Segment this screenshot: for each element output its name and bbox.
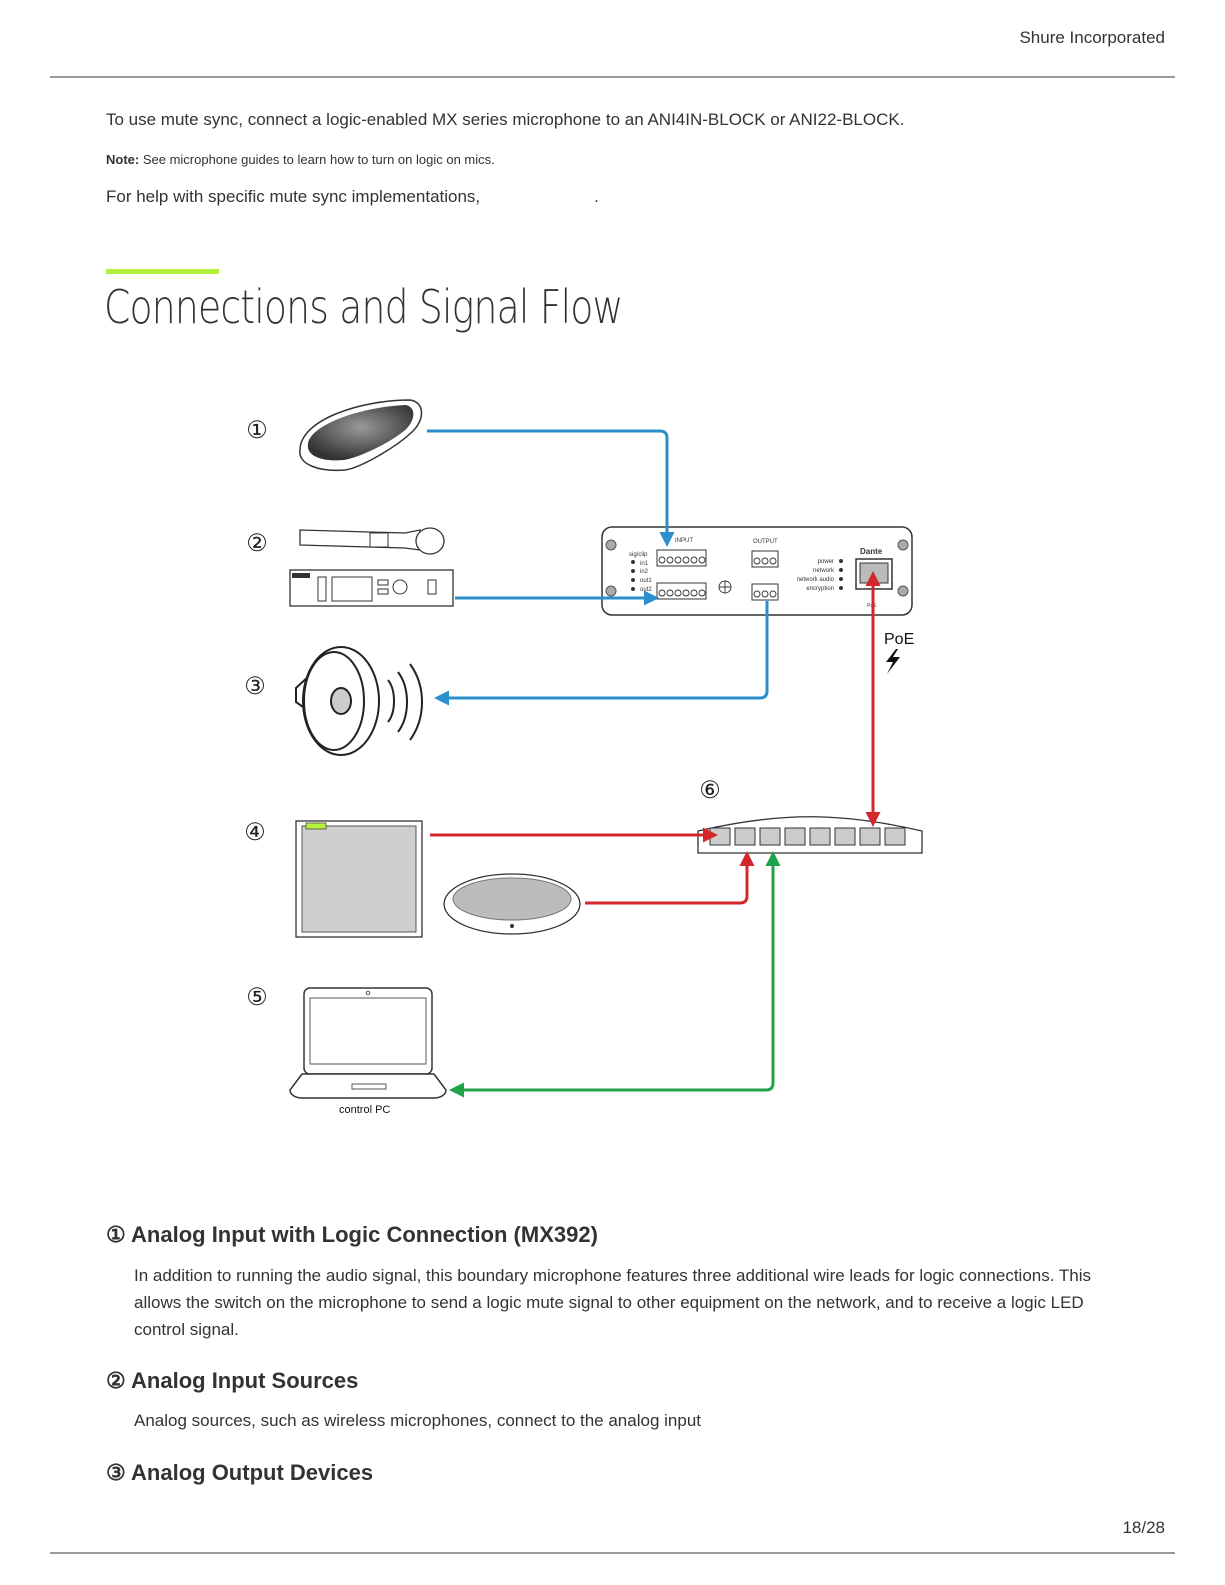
item-2-marker: ② [106, 1368, 126, 1393]
item-3-title: Analog Output Devices [131, 1460, 374, 1485]
item-2-heading: ② Analog Input Sources [106, 1368, 358, 1394]
item-3-marker: ③ [106, 1460, 126, 1485]
table-array-microphone-icon [443, 873, 581, 935]
device-in2-label: in2 [640, 569, 649, 575]
poe-label: PoE [884, 631, 914, 648]
analog-line-output-to-speaker [434, 601, 769, 706]
item-1-heading: ① Analog Input with Logic Connection (MX… [106, 1222, 598, 1248]
wireless-microphone-icon [299, 527, 445, 555]
item-2-title: Analog Input Sources [131, 1368, 359, 1393]
device-output-label: OUTPUT [753, 539, 778, 545]
device-out2-label: out2 [640, 587, 652, 593]
loudspeaker-icon [295, 646, 423, 756]
header-rule [50, 76, 1175, 78]
help-end: . [594, 187, 599, 206]
device-in1-label: in1 [640, 561, 649, 567]
device-status-power: power [818, 559, 834, 565]
marker-5: ⑤ [246, 984, 268, 1011]
note: Note: See microphone guides to learn how… [106, 152, 495, 167]
section-accent-bar [106, 269, 219, 274]
network-switch-icon [697, 816, 923, 854]
device-out1-label: out1 [640, 578, 652, 584]
footer-rule [50, 1552, 1175, 1554]
item-3-heading: ③ Analog Output Devices [106, 1460, 373, 1486]
device-input-label: INPUT [675, 538, 693, 544]
marker-2: ② [246, 530, 268, 557]
section-title: Connections and Signal Flow [104, 280, 623, 334]
help-line: For help with specific mute sync impleme… [106, 187, 599, 207]
marker-6: ⑥ [699, 777, 721, 804]
boundary-microphone-icon [299, 399, 423, 472]
analog-line-mic-to-input1 [427, 429, 675, 547]
item-1-text: In addition to running the audio signal,… [134, 1266, 1091, 1339]
device-status-network: network [813, 568, 835, 574]
network-line-table-to-switch [585, 851, 755, 905]
device-status-network-audio: network audio [797, 577, 835, 583]
page-number: 18/28 [1122, 1518, 1165, 1537]
device-brand-label: Dante [860, 547, 883, 556]
header-company: Shure Incorporated [1019, 28, 1165, 47]
item-2-text: Analog sources, such as wireless microph… [134, 1411, 701, 1430]
note-label: Note: [106, 152, 140, 167]
lightning-icon [886, 649, 900, 674]
item-1-title: Analog Input with Logic Connection (MX39… [131, 1222, 598, 1247]
device-status-encryption: encryption [806, 586, 834, 592]
ani-block-device: INPUT OUTPUT sig/clip in1 in2 out1 out2 … [601, 526, 913, 616]
control-line-pc-to-switch [449, 851, 781, 1098]
control-pc-laptop-icon [289, 987, 447, 1099]
note-text: See microphone guides to learn how to tu… [139, 152, 495, 167]
ceiling-array-microphone-icon [295, 820, 423, 938]
marker-3: ③ [244, 673, 266, 700]
item-1-marker: ① [106, 1222, 126, 1247]
device-sigclip-label: sig/clip [629, 552, 648, 558]
wireless-receiver-icon [289, 569, 454, 607]
help-text: For help with specific mute sync impleme… [106, 187, 481, 206]
control-pc-label: control PC [339, 1104, 390, 1116]
marker-4: ④ [244, 819, 266, 846]
intro-line: To use mute sync, connect a logic-enable… [106, 110, 905, 129]
marker-1: ① [246, 417, 268, 444]
